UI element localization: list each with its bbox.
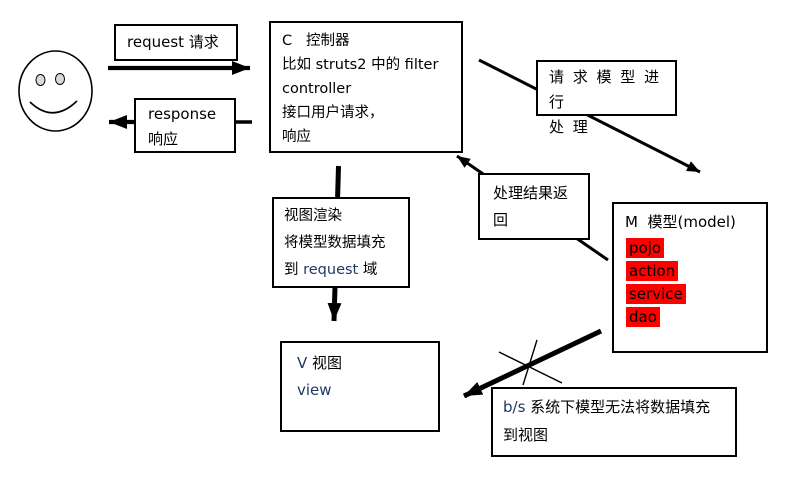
response-label-en: response — [148, 105, 217, 123]
view-title-zh: 视图 — [307, 354, 343, 372]
request-label: request 请求 — [127, 33, 219, 51]
result-return-line-2: 回 — [493, 211, 509, 229]
view-render-line-1: 视图渲染 — [284, 208, 342, 224]
controller-desc-4: 响应 — [282, 129, 311, 145]
view-render-box: 视图渲染 将模型数据填充 到 request 域 — [272, 197, 410, 288]
view-render-line-3-suffix: 域 — [358, 262, 378, 278]
response-label-box: response 响应 — [134, 98, 236, 153]
bs-note-box: b/s 系统下模型无法将数据填充 到视图 — [491, 387, 737, 457]
model-item-dao: dao — [626, 307, 660, 327]
request-model-line-1: 请 求 模 型 进 行 — [549, 68, 668, 111]
view-title-latin: V — [297, 354, 308, 372]
model-title: M 模型(model) — [625, 213, 736, 231]
model-item-service: service — [626, 284, 686, 304]
user-smiley-face — [18, 50, 93, 132]
cross-mark-line-1 — [498, 351, 563, 384]
view-render-line-3: 到 request 域 — [284, 257, 398, 284]
model-item-action: action — [626, 261, 679, 281]
view-title: V 视图 — [297, 350, 423, 377]
cross-mark-line-2 — [522, 339, 538, 386]
view-render-line-3-request: request — [303, 262, 359, 278]
smiley-left-eye — [35, 74, 46, 86]
arrow-model-to-view-blocked — [462, 328, 603, 399]
result-return-line-1: 处理结果返 — [493, 184, 569, 202]
view-render-line-2: 将模型数据填充 — [284, 235, 386, 251]
smiley-right-eye — [55, 73, 65, 85]
controller-box: C 控制器 比如 struts2 中的 filter controller 接口… — [269, 21, 463, 153]
model-box: M 模型(model) pojo action service dao — [612, 202, 768, 353]
view-box: V 视图 view — [280, 341, 440, 432]
response-label-zh: 响应 — [148, 130, 179, 148]
model-item-pojo: pojo — [626, 238, 665, 258]
bs-note-line-2: 到视图 — [503, 426, 549, 444]
request-label-box: request 请求 — [114, 24, 238, 61]
arrow-controller-to-model — [478, 58, 701, 174]
bs-note-latin: b/s — [503, 398, 526, 416]
controller-title: C 控制器 — [282, 33, 350, 49]
controller-desc-2: controller — [282, 81, 352, 97]
controller-desc-1: 比如 struts2 中的 filter — [282, 57, 439, 73]
view-subtitle: view — [297, 381, 332, 399]
bs-note-zh: 系统下模型无法将数据填充 — [525, 398, 711, 416]
view-render-line-3-prefix: 到 — [284, 262, 304, 278]
smiley-mouth — [29, 100, 78, 114]
request-model-label-box: 请 求 模 型 进 行 处 理 — [536, 60, 677, 136]
bs-note-line-1: b/s 系统下模型无法将数据填充 — [503, 393, 725, 421]
request-model-line-2: 处 理 — [549, 118, 590, 136]
result-return-label-box: 处理结果返 回 — [478, 173, 590, 240]
controller-desc-3: 接口用户请求， — [282, 105, 384, 121]
